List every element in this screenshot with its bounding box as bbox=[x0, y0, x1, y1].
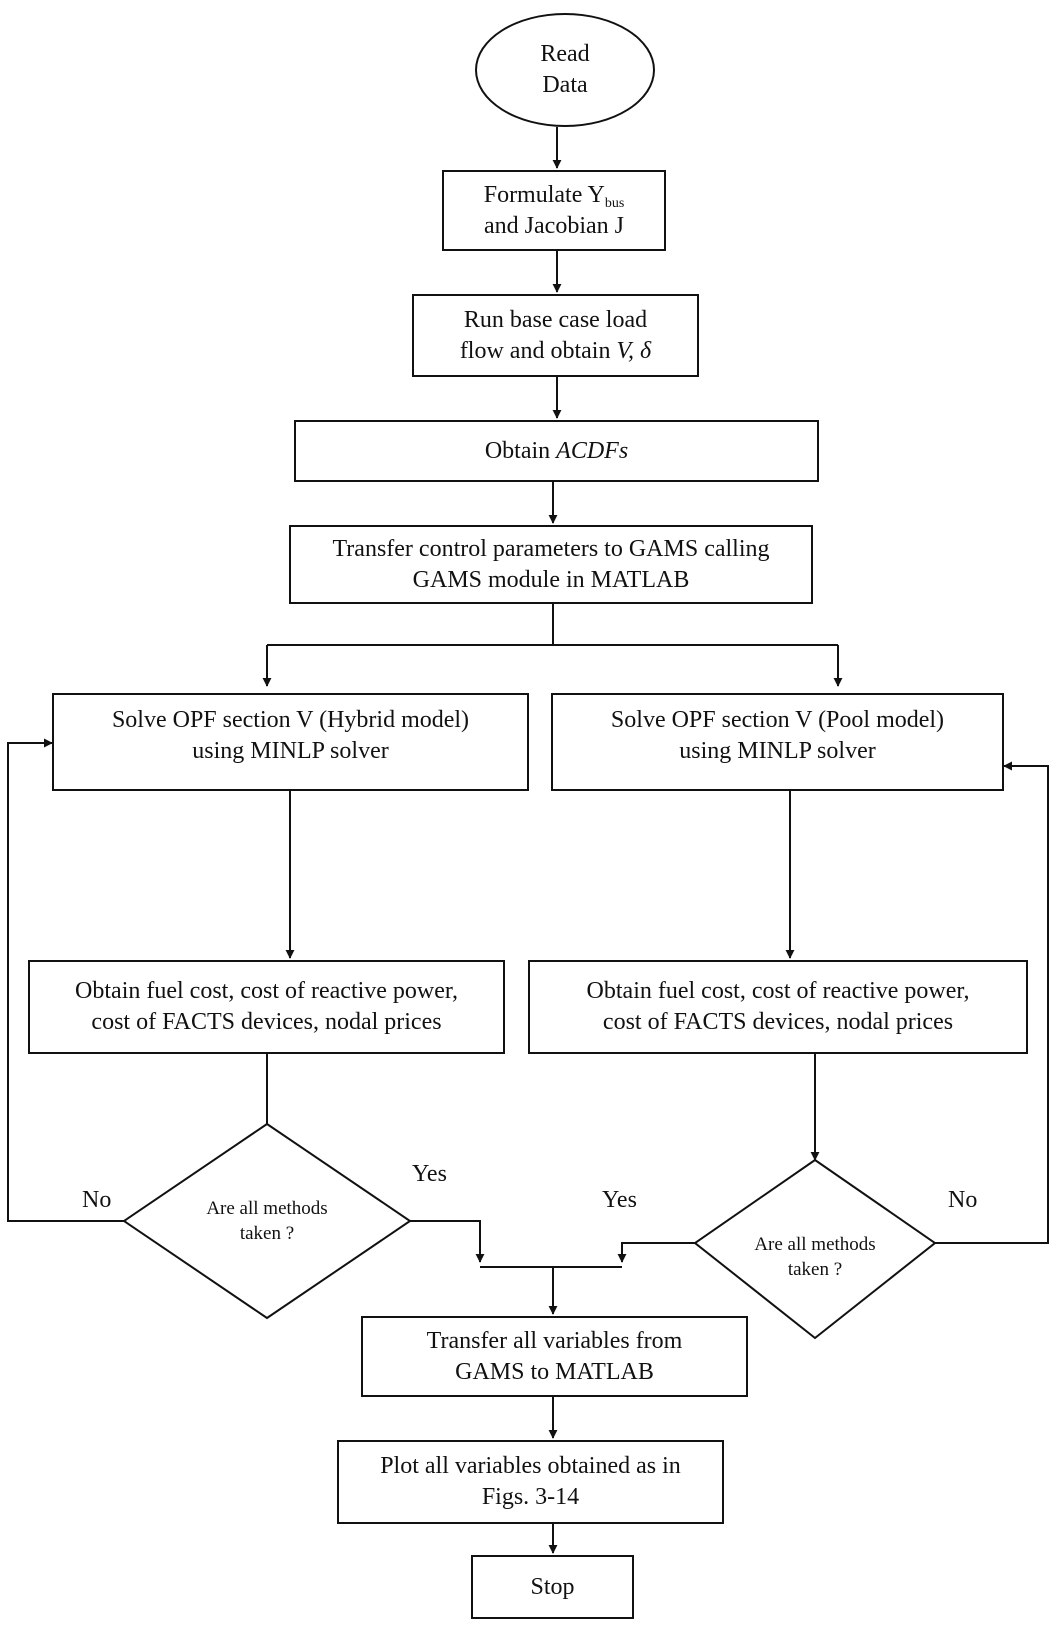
stop-label: Stop bbox=[530, 1573, 575, 1600]
decision-left-diamond bbox=[122, 1122, 412, 1320]
obtain-right-line1: Obtain fuel cost, cost of reactive power… bbox=[586, 978, 970, 1004]
label-right-no: No bbox=[948, 1187, 978, 1213]
step-plot-variables: Plot all variables obtained as in Figs. … bbox=[337, 1440, 724, 1524]
formulate-line1: Formulate Ybus bbox=[484, 180, 625, 211]
decision-right-line1: Are all methods bbox=[754, 1234, 876, 1255]
solve-pool-line2: using MINLP solver bbox=[679, 738, 876, 764]
solve-hybrid-line2: using MINLP solver bbox=[192, 738, 389, 764]
acdf-prefix: Obtain bbox=[484, 437, 557, 464]
step-transfer-to-gams: Transfer control parameters to GAMS call… bbox=[289, 525, 813, 604]
base-case-line1: Run base case load bbox=[463, 306, 648, 333]
formulate-subscript: bus bbox=[604, 195, 625, 211]
decision-left-line1: Are all methods bbox=[206, 1198, 328, 1219]
arrow-left-yes bbox=[410, 1220, 485, 1263]
label-left-no: No bbox=[82, 1187, 112, 1213]
plot-line2: Figs. 3-14 bbox=[481, 1484, 580, 1510]
decision-right-diamond bbox=[693, 1158, 937, 1340]
step-obtain-acdfs: Obtain ACDFs bbox=[294, 420, 819, 482]
start-read-data: Read Data bbox=[475, 13, 655, 127]
decision-right-text: Are all methods taken ? bbox=[715, 1232, 915, 1282]
plot-line1: Plot all variables obtained as in bbox=[380, 1453, 681, 1479]
loop-left-no bbox=[7, 738, 124, 1222]
obtain-right-line2: cost of FACTS devices, nodal prices bbox=[602, 1009, 954, 1035]
step-obtain-costs-right: Obtain fuel cost, cost of reactive power… bbox=[528, 960, 1028, 1054]
obtain-left-line1: Obtain fuel cost, cost of reactive power… bbox=[75, 978, 458, 1004]
step-solve-opf-pool: Solve OPF section V (Pool model) using M… bbox=[551, 693, 1004, 791]
read-data-line1: Read bbox=[540, 41, 590, 67]
step-obtain-costs-left: Obtain fuel cost, cost of reactive power… bbox=[28, 960, 505, 1054]
acdf-term: ACDFs bbox=[556, 437, 629, 464]
transfer-gams-line1: Transfer control parameters to GAMS call… bbox=[332, 535, 770, 562]
transfer-gams-line2: GAMS module in MATLAB bbox=[412, 566, 690, 593]
base-case-variables: V, δ bbox=[616, 337, 652, 364]
obtain-left-line2: cost of FACTS devices, nodal prices bbox=[91, 1009, 442, 1035]
label-right-yes: Yes bbox=[602, 1187, 637, 1213]
step-transfer-to-matlab: Transfer all variables from GAMS to MATL… bbox=[361, 1316, 748, 1397]
step-solve-opf-hybrid: Solve OPF section V (Hybrid model) using… bbox=[52, 693, 529, 791]
formulate-prefix: Formulate Y bbox=[483, 181, 605, 208]
solve-pool-line1: Solve OPF section V (Pool model) bbox=[610, 707, 945, 733]
transfer-matlab-line2: GAMS to MATLAB bbox=[455, 1358, 654, 1385]
end-stop: Stop bbox=[471, 1555, 634, 1619]
transfer-matlab-line1: Transfer all variables from bbox=[426, 1327, 683, 1354]
read-data-line2: Data bbox=[542, 72, 588, 98]
decision-right-line2: taken ? bbox=[787, 1259, 843, 1280]
loop-right-no bbox=[935, 761, 1049, 1244]
arrow-right-yes bbox=[617, 1242, 695, 1263]
acdf-line: Obtain ACDFs bbox=[485, 436, 628, 467]
solve-hybrid-line1: Solve OPF section V (Hybrid model) bbox=[111, 707, 470, 733]
step-formulate-ybus: Formulate Ybus and Jacobian J bbox=[442, 170, 666, 251]
step-base-case-load-flow: Run base case load flow and obtain V, δ bbox=[412, 294, 699, 377]
label-left-yes: Yes bbox=[412, 1161, 447, 1187]
base-case-line2-prefix: flow and obtain bbox=[459, 337, 617, 364]
decision-left-line2: taken ? bbox=[239, 1223, 295, 1244]
formulate-line2: and Jacobian J bbox=[484, 212, 624, 239]
decision-left-text: Are all methods taken ? bbox=[167, 1196, 367, 1246]
base-case-line2: flow and obtain V, δ bbox=[460, 336, 651, 367]
